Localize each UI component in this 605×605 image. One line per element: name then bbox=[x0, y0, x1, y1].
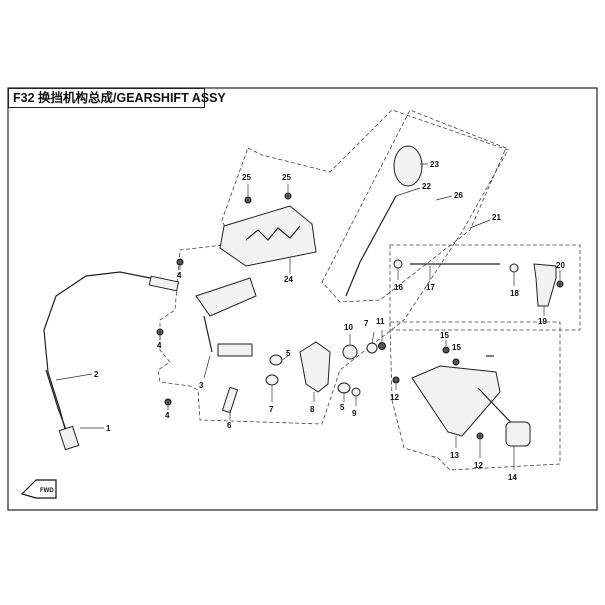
callout-5b: 5 bbox=[340, 403, 345, 412]
fwd-arrow-icon bbox=[20, 479, 57, 499]
nut-9-icon bbox=[351, 387, 361, 397]
callout-4b: 4 bbox=[157, 341, 162, 350]
shift-shaft bbox=[217, 343, 253, 357]
washer-18-icon bbox=[509, 263, 519, 273]
bolt-12-bottom-icon bbox=[476, 432, 484, 440]
callout-15a: 15 bbox=[440, 331, 449, 340]
callout-3: 3 bbox=[199, 381, 204, 390]
bushing-5-lower bbox=[337, 382, 351, 394]
pedal-pad bbox=[505, 421, 531, 447]
callout-2: 2 bbox=[94, 370, 99, 379]
callout-13: 13 bbox=[450, 451, 459, 460]
callout-19: 19 bbox=[538, 317, 547, 326]
group-boundary-main bbox=[157, 109, 509, 425]
nut-11-icon bbox=[378, 342, 386, 350]
washer-16-icon bbox=[393, 259, 403, 269]
callout-22: 22 bbox=[422, 182, 431, 191]
fwd-label: FWD bbox=[40, 488, 54, 494]
cable-adjuster bbox=[58, 425, 80, 451]
shift-cable bbox=[43, 271, 171, 449]
pivot-pin bbox=[221, 386, 239, 414]
shift-gate-cover bbox=[219, 205, 317, 267]
leader-lines bbox=[55, 163, 561, 470]
callout-8: 8 bbox=[310, 405, 315, 414]
shift-knob bbox=[393, 145, 423, 187]
group-boundary-selector-rod bbox=[389, 244, 581, 331]
callout-18: 18 bbox=[510, 289, 519, 298]
bolt-25-left-icon bbox=[244, 196, 252, 204]
group-boundary-lever bbox=[321, 109, 507, 303]
callout-7b: 7 bbox=[269, 405, 274, 414]
shift-lever bbox=[359, 195, 397, 263]
callout-25b: 25 bbox=[282, 173, 291, 182]
callout-14: 14 bbox=[508, 473, 517, 482]
bolt-25-right-icon bbox=[284, 192, 292, 200]
washer-7-upper-icon bbox=[366, 342, 378, 354]
shift-lever-base bbox=[345, 261, 361, 297]
cable-end-fitting bbox=[148, 275, 180, 292]
callout-7a: 7 bbox=[364, 319, 369, 328]
mounting-bracket bbox=[411, 365, 501, 437]
callout-23: 23 bbox=[430, 160, 439, 169]
shift-arm-rod bbox=[203, 315, 213, 353]
callout-25a: 25 bbox=[242, 173, 251, 182]
bolt-12-left-icon bbox=[392, 376, 400, 384]
callout-20: 20 bbox=[556, 261, 565, 270]
bushing-5-upper bbox=[269, 354, 283, 366]
callout-4a: 4 bbox=[177, 271, 182, 280]
callout-9: 9 bbox=[352, 409, 357, 418]
callout-21: 21 bbox=[492, 213, 501, 222]
callout-4c: 4 bbox=[165, 411, 170, 420]
callout-10: 10 bbox=[344, 323, 353, 332]
bolt-15-a-icon bbox=[442, 346, 450, 354]
bolt-15-b-icon bbox=[452, 358, 460, 366]
shift-plate bbox=[299, 341, 331, 393]
return-spring-icon bbox=[342, 344, 358, 360]
diagram-frame bbox=[7, 87, 598, 511]
callout-12b: 12 bbox=[474, 461, 483, 470]
callout-1: 1 bbox=[106, 424, 111, 433]
callout-11: 11 bbox=[376, 317, 385, 326]
nut-20-icon bbox=[556, 280, 564, 288]
callout-17: 17 bbox=[426, 283, 435, 292]
rod-end-lever bbox=[533, 263, 557, 307]
callout-26: 26 bbox=[454, 191, 463, 200]
callout-numbers: 1 2 3 4 4 4 5 5 6 7 7 8 9 10 11 12 12 13… bbox=[94, 160, 565, 482]
group-boundary-lower-right bbox=[389, 321, 561, 471]
callout-12a: 12 bbox=[390, 393, 399, 402]
callout-5a: 5 bbox=[286, 349, 291, 358]
shift-arm-bracket bbox=[195, 277, 257, 317]
washer-7-lower-icon bbox=[265, 374, 279, 386]
callout-24: 24 bbox=[284, 275, 293, 284]
shift-gate-slot bbox=[245, 225, 301, 241]
page-title: F32 换挡机构总成/GEARSHIFT ASSY bbox=[8, 88, 226, 108]
callout-6: 6 bbox=[227, 421, 232, 430]
callout-15b: 15 bbox=[452, 343, 461, 352]
callout-16: 16 bbox=[394, 283, 403, 292]
